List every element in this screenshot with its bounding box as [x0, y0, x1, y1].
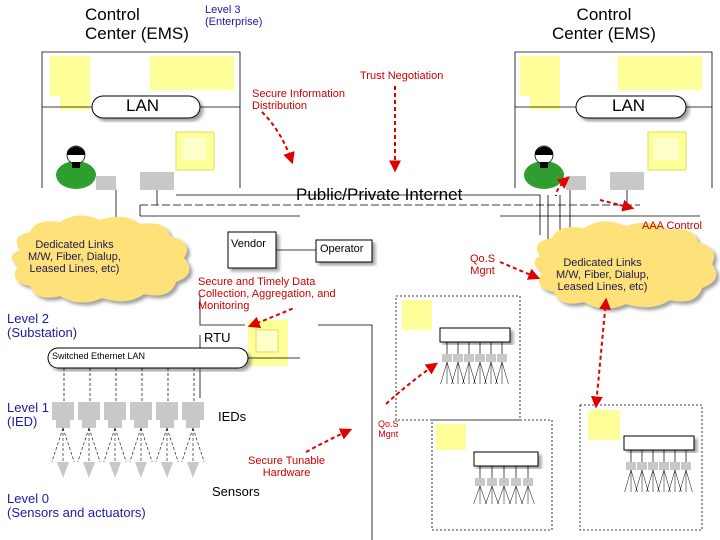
ieds-label: IEDs [218, 409, 247, 424]
switched-lan-label: Switched Ethernet LAN [52, 351, 146, 361]
ied-icon [108, 420, 122, 428]
level3-label: Level 3 (Enterprise) [205, 4, 263, 29]
sensor-icon [187, 462, 199, 478]
aaa-control-label: AAA Control [642, 220, 702, 232]
sensor-icon [135, 462, 147, 478]
control-center-left-label: Control Center (EMS) [85, 5, 189, 43]
ied-icon [659, 462, 669, 470]
sensor-icon [161, 462, 173, 478]
ied-icon [497, 354, 507, 362]
switch-icon [439, 327, 511, 343]
sensor-icon [57, 462, 69, 478]
monitor-icon [436, 424, 466, 450]
ied-icon [52, 402, 74, 420]
ied-icon [511, 478, 521, 486]
monitor-icon [50, 56, 90, 110]
ied-icon [648, 462, 658, 470]
qos-mgnt-label-1: Qo.S Mgnt [470, 253, 496, 278]
operator-label: Operator [320, 243, 364, 255]
vendor-label: Vendor [231, 238, 266, 250]
ied-icon [156, 402, 178, 420]
ied-icon [182, 402, 204, 420]
sensor-tree-low [473, 466, 535, 505]
ied-icon [475, 354, 485, 362]
sensor-tree-mid [440, 342, 509, 385]
ied-icon [82, 420, 96, 428]
ied-icon [475, 478, 485, 486]
ied-icon [499, 478, 509, 486]
ied-icon [78, 402, 100, 420]
sensor-tree-right [624, 450, 693, 493]
internet-label: Public/Private Internet [296, 185, 463, 204]
dedicated-links-left-label: Dedicated Links M/W, Fiber, Dialup, Leas… [28, 239, 121, 276]
cloud-icon [11, 215, 190, 303]
sensor-icon [109, 462, 121, 478]
ied-icon [637, 462, 647, 470]
ied-icon [487, 478, 497, 486]
ied-icon [681, 462, 691, 470]
ied-icon [442, 354, 452, 362]
monitor-icon [520, 56, 560, 110]
monitor-icon [175, 131, 215, 171]
cloud-icon [534, 221, 717, 309]
ied-icon [160, 420, 174, 428]
control-center-left-frame [41, 51, 241, 188]
ied-icon [130, 402, 152, 420]
router-icon [566, 172, 644, 190]
sensors-label: Sensors [212, 484, 260, 499]
person-icon [56, 145, 96, 189]
router-icon [96, 172, 174, 190]
monitor-icon [618, 56, 702, 90]
control-center-right-label: Control Center (EMS) [552, 5, 656, 43]
trust-negotiation-label: Trust Negotiation [360, 70, 444, 82]
ied-icon [464, 354, 474, 362]
monitor-icon [150, 56, 234, 90]
switch-icon [623, 435, 695, 451]
level1-label: Level 1 (IED) [7, 400, 49, 430]
sensor-icon [83, 462, 95, 478]
secure-info-distribution-label: Secure Information Distribution [252, 88, 345, 113]
qos-mgnt-label-2: Qo.S Mgnt [378, 419, 399, 439]
rtu-label: RTU [204, 330, 231, 345]
ied-icon [104, 402, 126, 420]
monitor-icon [647, 131, 687, 171]
ied-icon [486, 354, 496, 362]
ied-icon [56, 420, 70, 428]
level2-label: Level 2 (Substation) [7, 311, 78, 341]
level0-label: Level 0 (Sensors and actuators) [7, 491, 146, 521]
monitor-icon [402, 300, 432, 330]
lan-left-label: LAN [126, 96, 160, 115]
monitor-icon [588, 410, 620, 440]
ied-icon [523, 478, 533, 486]
ied-icon [453, 354, 463, 362]
ied-icon [134, 420, 148, 428]
substation-lowmid-frame [431, 419, 553, 531]
lan-right-label: LAN [612, 96, 646, 115]
monitor-icon [248, 320, 288, 366]
ied-icon [670, 462, 680, 470]
arrow-icon [247, 86, 635, 453]
ied-connectors [63, 368, 195, 402]
person-icon [524, 145, 564, 189]
ied-row [52, 402, 204, 428]
operator-box [315, 239, 373, 263]
dedicated-links-right-label: Dedicated Links M/W, Fiber, Dialup, Leas… [556, 257, 649, 294]
ied-icon [186, 420, 200, 428]
ied-icon [626, 462, 636, 470]
control-center-right-frame [514, 51, 713, 188]
secure-timely-label: Secure and Timely Data Collection, Aggre… [198, 276, 336, 313]
substation-right-frame [579, 404, 703, 531]
secure-tunable-hardware-label: Secure Tunable Hardware [248, 455, 326, 480]
switch-icon [473, 451, 539, 467]
sensor-fan-left [51, 427, 205, 478]
